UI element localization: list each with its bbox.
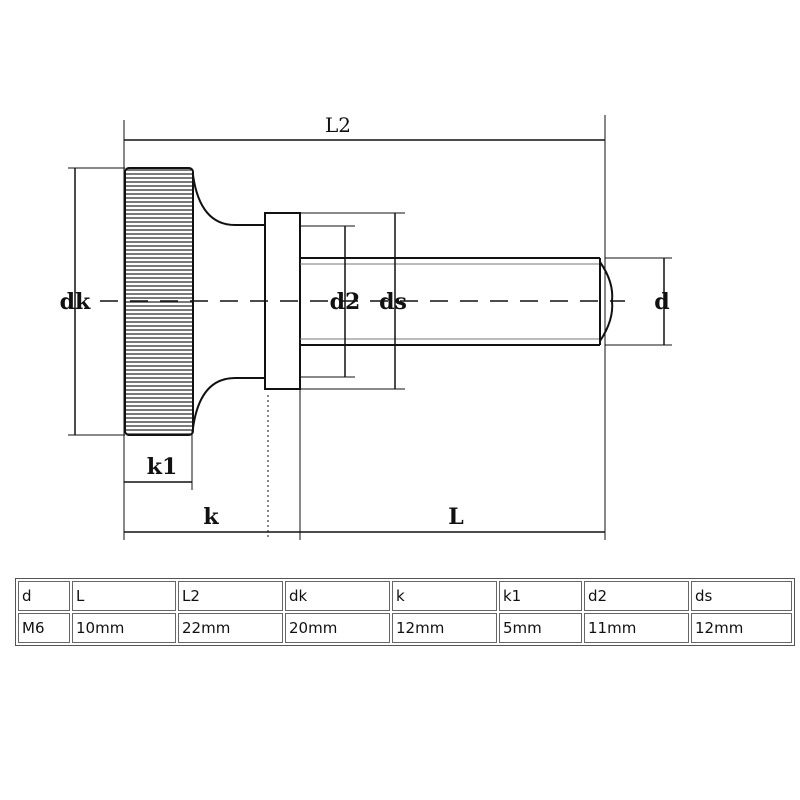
table-cell: L2 <box>178 581 283 611</box>
thumb-screw-diagram: L2 dk d2 ds d k1 k L <box>60 113 672 540</box>
table-cell: k <box>392 581 497 611</box>
spec-table: d L L2 dk k k1 d2 ds M6 10mm 22mm 20mm 1… <box>15 578 795 646</box>
dim-label-ds: ds <box>379 289 407 315</box>
table-cell: 10mm <box>72 613 176 643</box>
table-cell: 5mm <box>499 613 582 643</box>
dim-label-dk: dk <box>60 289 91 315</box>
dim-label-d2: d2 <box>330 289 361 315</box>
extension-lines <box>68 115 672 540</box>
dim-label-L: L <box>448 504 463 530</box>
table-cell: M6 <box>18 613 70 643</box>
table-cell: 11mm <box>584 613 689 643</box>
table-cell: d <box>18 581 70 611</box>
dim-label-d: d <box>654 289 669 315</box>
table-cell: d2 <box>584 581 689 611</box>
table-cell: ds <box>691 581 792 611</box>
table-cell: L <box>72 581 176 611</box>
dim-label-L2: L2 <box>325 113 351 137</box>
table-cell: dk <box>285 581 390 611</box>
threaded-shank <box>300 257 614 346</box>
table-cell: k1 <box>499 581 582 611</box>
dim-label-k: k <box>203 504 219 530</box>
neck-fillet <box>192 174 265 429</box>
spec-value-row: M6 10mm 22mm 20mm 12mm 5mm 11mm 12mm <box>18 613 792 643</box>
table-cell: 12mm <box>392 613 497 643</box>
table-cell: 22mm <box>178 613 283 643</box>
table-cell: 20mm <box>285 613 390 643</box>
dimension-lines <box>74 139 665 533</box>
spec-header-row: d L L2 dk k k1 d2 ds <box>18 581 792 611</box>
dim-label-k1: k1 <box>147 454 178 480</box>
table-cell: 12mm <box>691 613 792 643</box>
